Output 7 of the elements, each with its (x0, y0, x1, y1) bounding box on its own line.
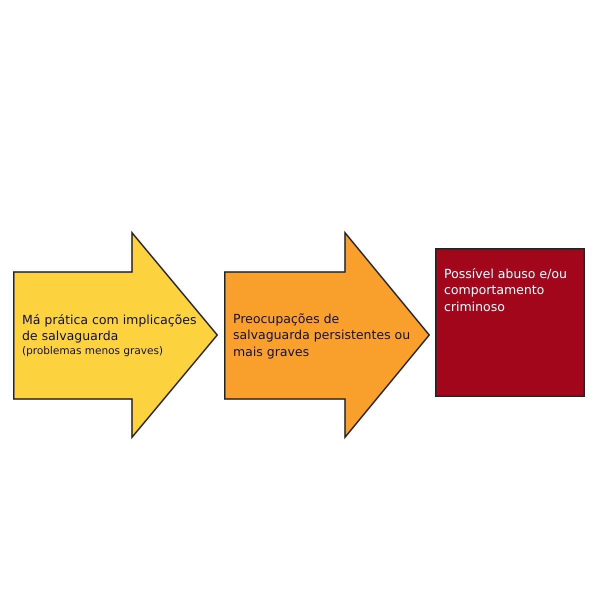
node-text: Má prática com implicações de salvaguarda (22, 312, 198, 344)
node-text: Preocupações de salvaguarda persistentes ou mais graves (233, 311, 412, 360)
arrow-shape (224, 232, 430, 438)
node-note: (problemas menos graves) (22, 344, 164, 360)
square-box (435, 248, 585, 397)
arrow-shape (13, 232, 218, 438)
node-text: Possível abuso e/ou comportamento criminoso (444, 266, 568, 315)
